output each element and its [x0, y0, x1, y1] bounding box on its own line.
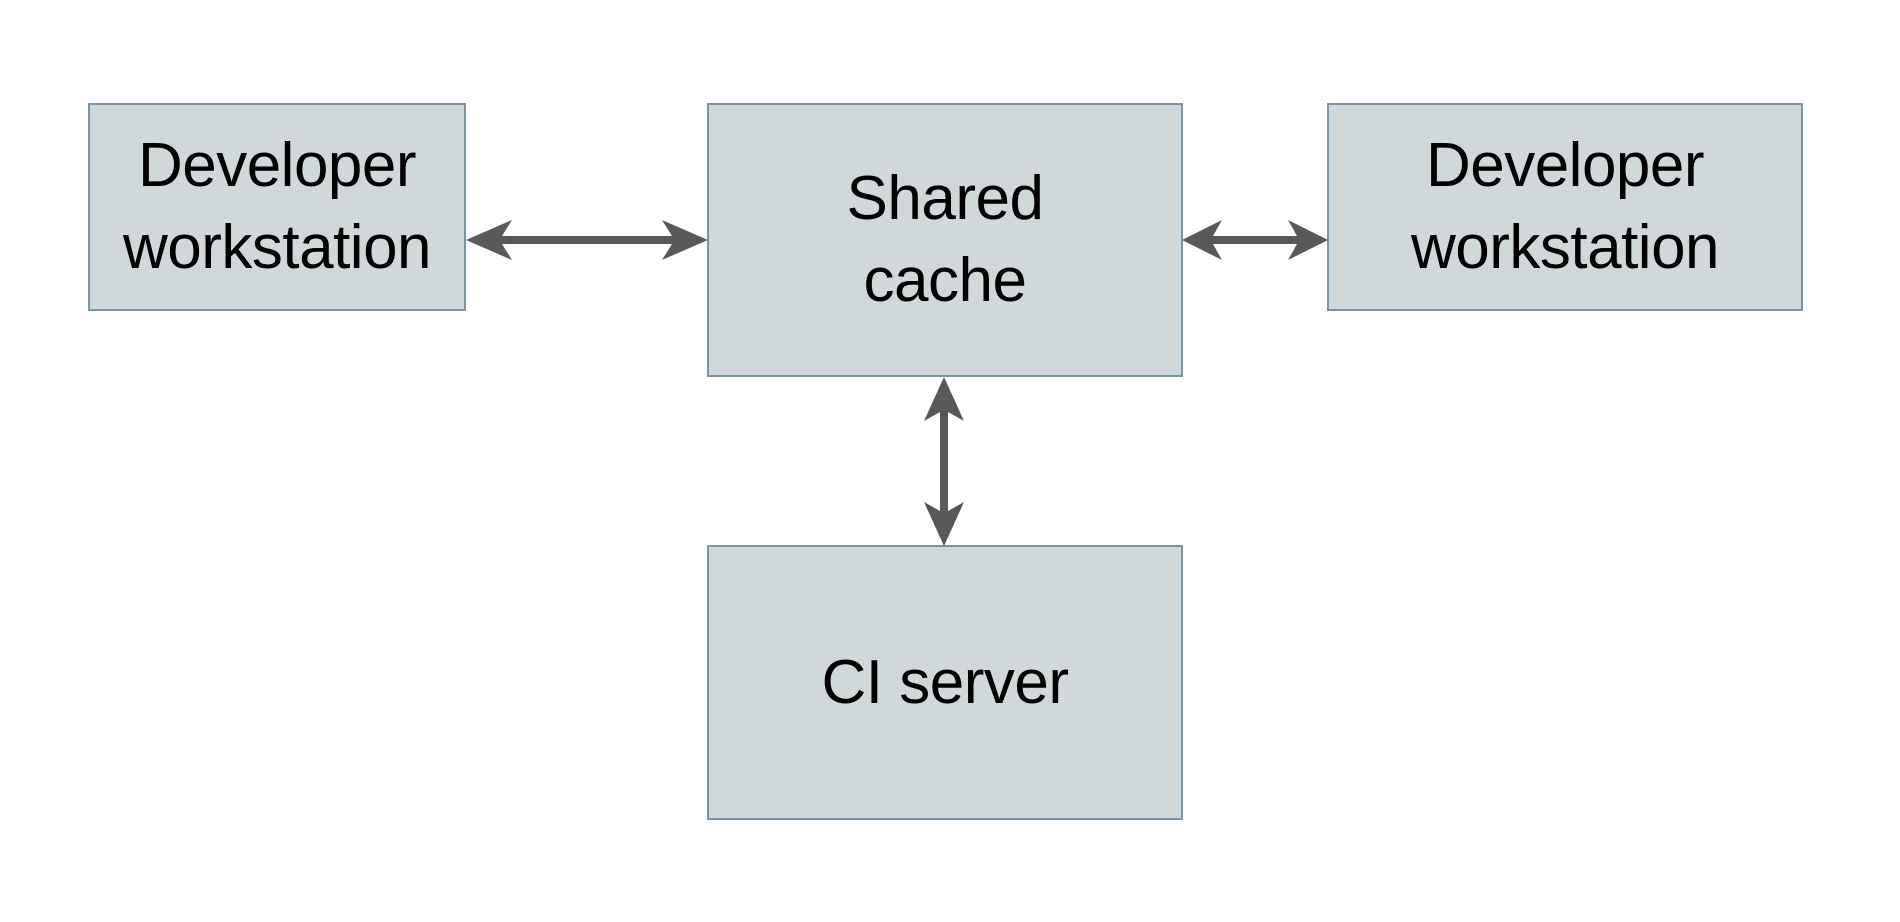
- node-label: CI server: [821, 647, 1069, 717]
- node-shared-cache[interactable]: Shared cache: [707, 103, 1183, 377]
- edge-developer-left-to-shared-cache[interactable]: [466, 214, 708, 266]
- node-ci-server[interactable]: CI server: [707, 545, 1183, 820]
- node-label: Developer workstation: [122, 131, 432, 282]
- node-label: Developer workstation: [1410, 131, 1720, 282]
- node-label: Shared cache: [846, 164, 1044, 315]
- node-developer-workstation-right[interactable]: Developer workstation: [1327, 103, 1803, 311]
- double-arrow-icon: [924, 377, 964, 546]
- edge-shared-cache-to-developer-right[interactable]: [1182, 214, 1328, 266]
- node-developer-workstation-left[interactable]: Developer workstation: [88, 103, 466, 311]
- edge-ci-server-to-shared-cache[interactable]: [918, 377, 970, 546]
- double-arrow-icon: [1182, 220, 1328, 260]
- double-arrow-icon: [466, 220, 708, 260]
